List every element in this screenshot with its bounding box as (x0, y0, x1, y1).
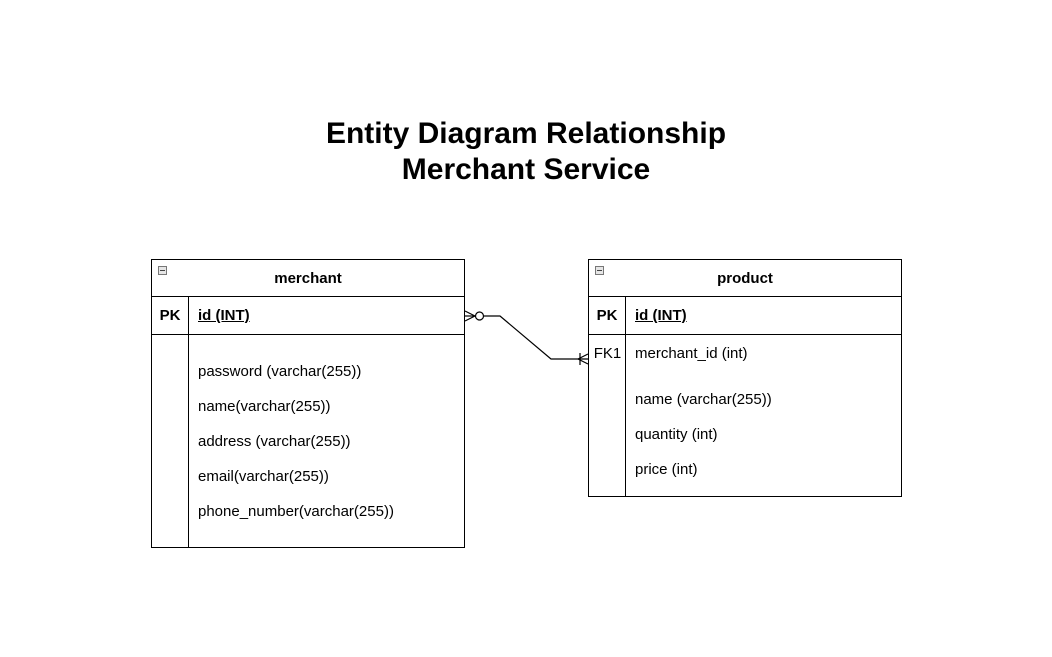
merchant-crowsfoot-upper (464, 310, 476, 317)
relationship-line (484, 315, 588, 360)
product-pk-field: id (INT) (635, 307, 687, 324)
collapse-icon[interactable] (595, 266, 604, 275)
merchant-pk-row: PK id (INT) (152, 297, 464, 335)
entity-product-header[interactable]: product (589, 260, 901, 297)
merchant-field: address (varchar(255)) (198, 433, 351, 450)
merchant-pk-label: PK (159, 307, 181, 324)
product-pk-row: PK id (INT) (589, 297, 901, 335)
product-fk-field: merchant_id (int) (635, 345, 748, 362)
product-field: name (varchar(255)) (635, 391, 772, 408)
collapse-icon[interactable] (158, 266, 167, 275)
merchant-field: phone_number(varchar(255)) (198, 503, 394, 520)
merchant-zero-marker (474, 311, 485, 321)
title-line-1: Entity Diagram Relationship (325, 117, 727, 150)
product-field: price (int) (635, 461, 698, 478)
title-line-2: Merchant Service (401, 153, 651, 186)
merchant-field: name(varchar(255)) (198, 398, 331, 415)
merchant-field: email(varchar(255)) (198, 468, 329, 485)
entity-merchant-header[interactable]: merchant (152, 260, 464, 297)
product-pk-label: PK (596, 307, 618, 324)
entity-merchant[interactable]: merchant PK id (INT) password (varchar(2… (151, 259, 465, 548)
product-pk-key-cell: PK (589, 297, 626, 334)
merchant-field: password (varchar(255)) (198, 363, 362, 380)
entity-merchant-name: merchant (274, 270, 342, 287)
entity-product[interactable]: product PK id (INT) FK1 merchant_id (int… (588, 259, 902, 497)
merchant-key-column (152, 335, 189, 547)
diagram-title: Entity Diagram Relationship Merchant Ser… (0, 116, 1052, 188)
merchant-crowsfoot-lower (464, 315, 476, 322)
product-fk-label: FK1 (593, 345, 622, 362)
product-field: quantity (int) (635, 426, 718, 443)
entity-product-name: product (717, 270, 773, 287)
merchant-pk-key-cell: PK (152, 297, 189, 334)
product-key-column (589, 335, 626, 496)
merchant-pk-field: id (INT) (198, 307, 250, 324)
